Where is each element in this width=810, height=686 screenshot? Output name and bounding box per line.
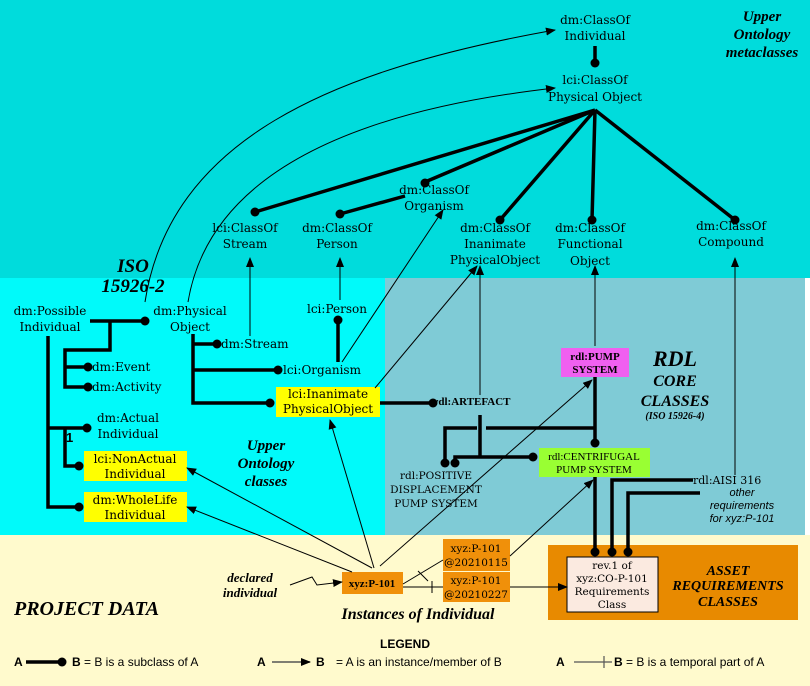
subclass-dots	[74, 58, 740, 557]
legend-temporal-a: A	[556, 655, 565, 669]
instances-title: Instances of Individual	[341, 606, 495, 623]
legend-temporal-line	[574, 656, 612, 668]
temporal-links	[402, 559, 444, 593]
legend-subclass-text: = B is a subclass of A	[84, 655, 198, 669]
inanimate-box	[276, 387, 380, 417]
p101-box	[342, 572, 403, 594]
legend-subclass-b: B	[72, 655, 81, 669]
person-label: lci:Person	[307, 302, 367, 316]
legend: LEGEND A B = B is a subclass of A A B = …	[14, 637, 764, 669]
wholelife-box	[84, 492, 187, 522]
legend-instance-b: B	[316, 655, 325, 669]
legend-instance-a: A	[257, 655, 266, 669]
legend-temporal-text: = B is a temporal part of A	[626, 655, 764, 669]
organism-label: lci:Organism	[283, 363, 362, 377]
p101-b-label: xyz:P-101@20210227	[444, 575, 508, 601]
project-data-title: PROJECT DATA	[13, 598, 159, 620]
legend-subclass-dot	[57, 657, 67, 667]
p101-a-box	[443, 539, 510, 571]
aisi-label: rdl:AISI 316	[693, 474, 761, 487]
p101-label: xyz:P-101	[349, 578, 395, 590]
p101-b-box	[443, 572, 510, 602]
artefact-label: rdl:ARTEFACT	[433, 396, 511, 408]
centrifugal-box	[539, 448, 650, 477]
pump-system-box	[561, 348, 629, 377]
nonactual-box	[84, 451, 187, 481]
instance-links	[144, 27, 739, 591]
upper-metaclasses-region	[0, 0, 810, 278]
event-label: dm:Event	[92, 360, 150, 374]
legend-title: LEGEND	[380, 637, 430, 651]
legend-instance-text: = A is an instance/member of B	[336, 655, 502, 669]
activity-label: dm:Activity	[92, 380, 162, 394]
p101-a-label: xyz:P-101@20210115	[444, 543, 508, 569]
legend-temporal-b: B	[614, 655, 623, 669]
legend-subclass-a: A	[14, 655, 23, 669]
cardinality-label: 1	[66, 430, 73, 445]
stream-label: dm:Stream	[221, 337, 289, 351]
